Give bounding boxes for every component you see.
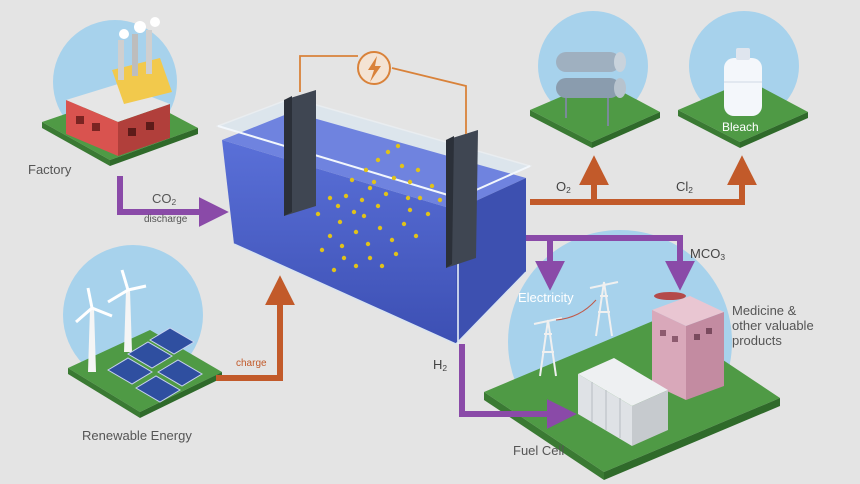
h2-label-sub: 2 xyxy=(442,363,448,374)
discharge-label: discharge xyxy=(144,214,188,225)
o2-label-base: O xyxy=(556,179,567,194)
co2-label-sub: 2 xyxy=(171,197,177,208)
cl2-label-sub: 2 xyxy=(688,185,693,196)
discharge-arrow xyxy=(117,176,229,227)
factory-icon xyxy=(66,17,172,156)
h2-label-base: H xyxy=(433,357,443,372)
co2-label-base: CO xyxy=(152,191,172,206)
wind-turbine-icon xyxy=(75,269,147,372)
power-pylon-icon xyxy=(533,281,619,377)
gas-tanks-icon xyxy=(556,52,626,126)
medicine-label: Medicine & other valuable products xyxy=(732,303,814,348)
hospital-building-icon xyxy=(652,292,724,400)
bleach-jug-icon xyxy=(724,48,762,116)
mco3-label-sub: 3 xyxy=(720,252,726,263)
wire xyxy=(299,55,467,134)
lightning-bolt-icon xyxy=(357,51,391,85)
mco3-label-base: MCO xyxy=(690,246,721,261)
solar-panel-icon xyxy=(107,327,203,403)
mco3-arrow xyxy=(526,235,695,291)
bleach-group xyxy=(678,11,808,148)
renewable-group xyxy=(63,245,222,418)
electricity-label: Electricity xyxy=(518,290,574,305)
electrodes xyxy=(284,90,478,268)
arrows xyxy=(117,155,757,429)
charge-label: charge xyxy=(236,358,267,369)
o2-label: O2 xyxy=(556,179,571,196)
renewable-energy-label: Renewable Energy xyxy=(82,428,192,443)
electrolysis-tank xyxy=(215,51,533,345)
bleach-label: Bleach xyxy=(722,120,759,134)
water-front xyxy=(222,140,456,344)
cl2-label: Cl2 xyxy=(676,179,693,196)
factory-group xyxy=(42,17,198,166)
ion-cloud xyxy=(315,143,443,273)
factory-label: Factory xyxy=(28,162,72,177)
h2-label: H2 xyxy=(433,357,448,374)
h2-arrow xyxy=(459,344,577,429)
o2-cl2-arrow xyxy=(530,155,757,205)
oxygen-ground-tile xyxy=(530,80,660,142)
charge-arrow xyxy=(216,275,295,381)
cl2-label-base: Cl xyxy=(676,179,689,194)
fuel-cell-label: Fuel Cell xyxy=(513,443,565,458)
right-electrode xyxy=(446,130,478,268)
fuel-cell-container-icon xyxy=(578,358,668,446)
mco3-label: MCO3 xyxy=(690,246,726,263)
o2-label-sub: 2 xyxy=(566,185,571,196)
co2-label: CO2 xyxy=(152,191,177,208)
oxygen-group xyxy=(530,11,660,148)
